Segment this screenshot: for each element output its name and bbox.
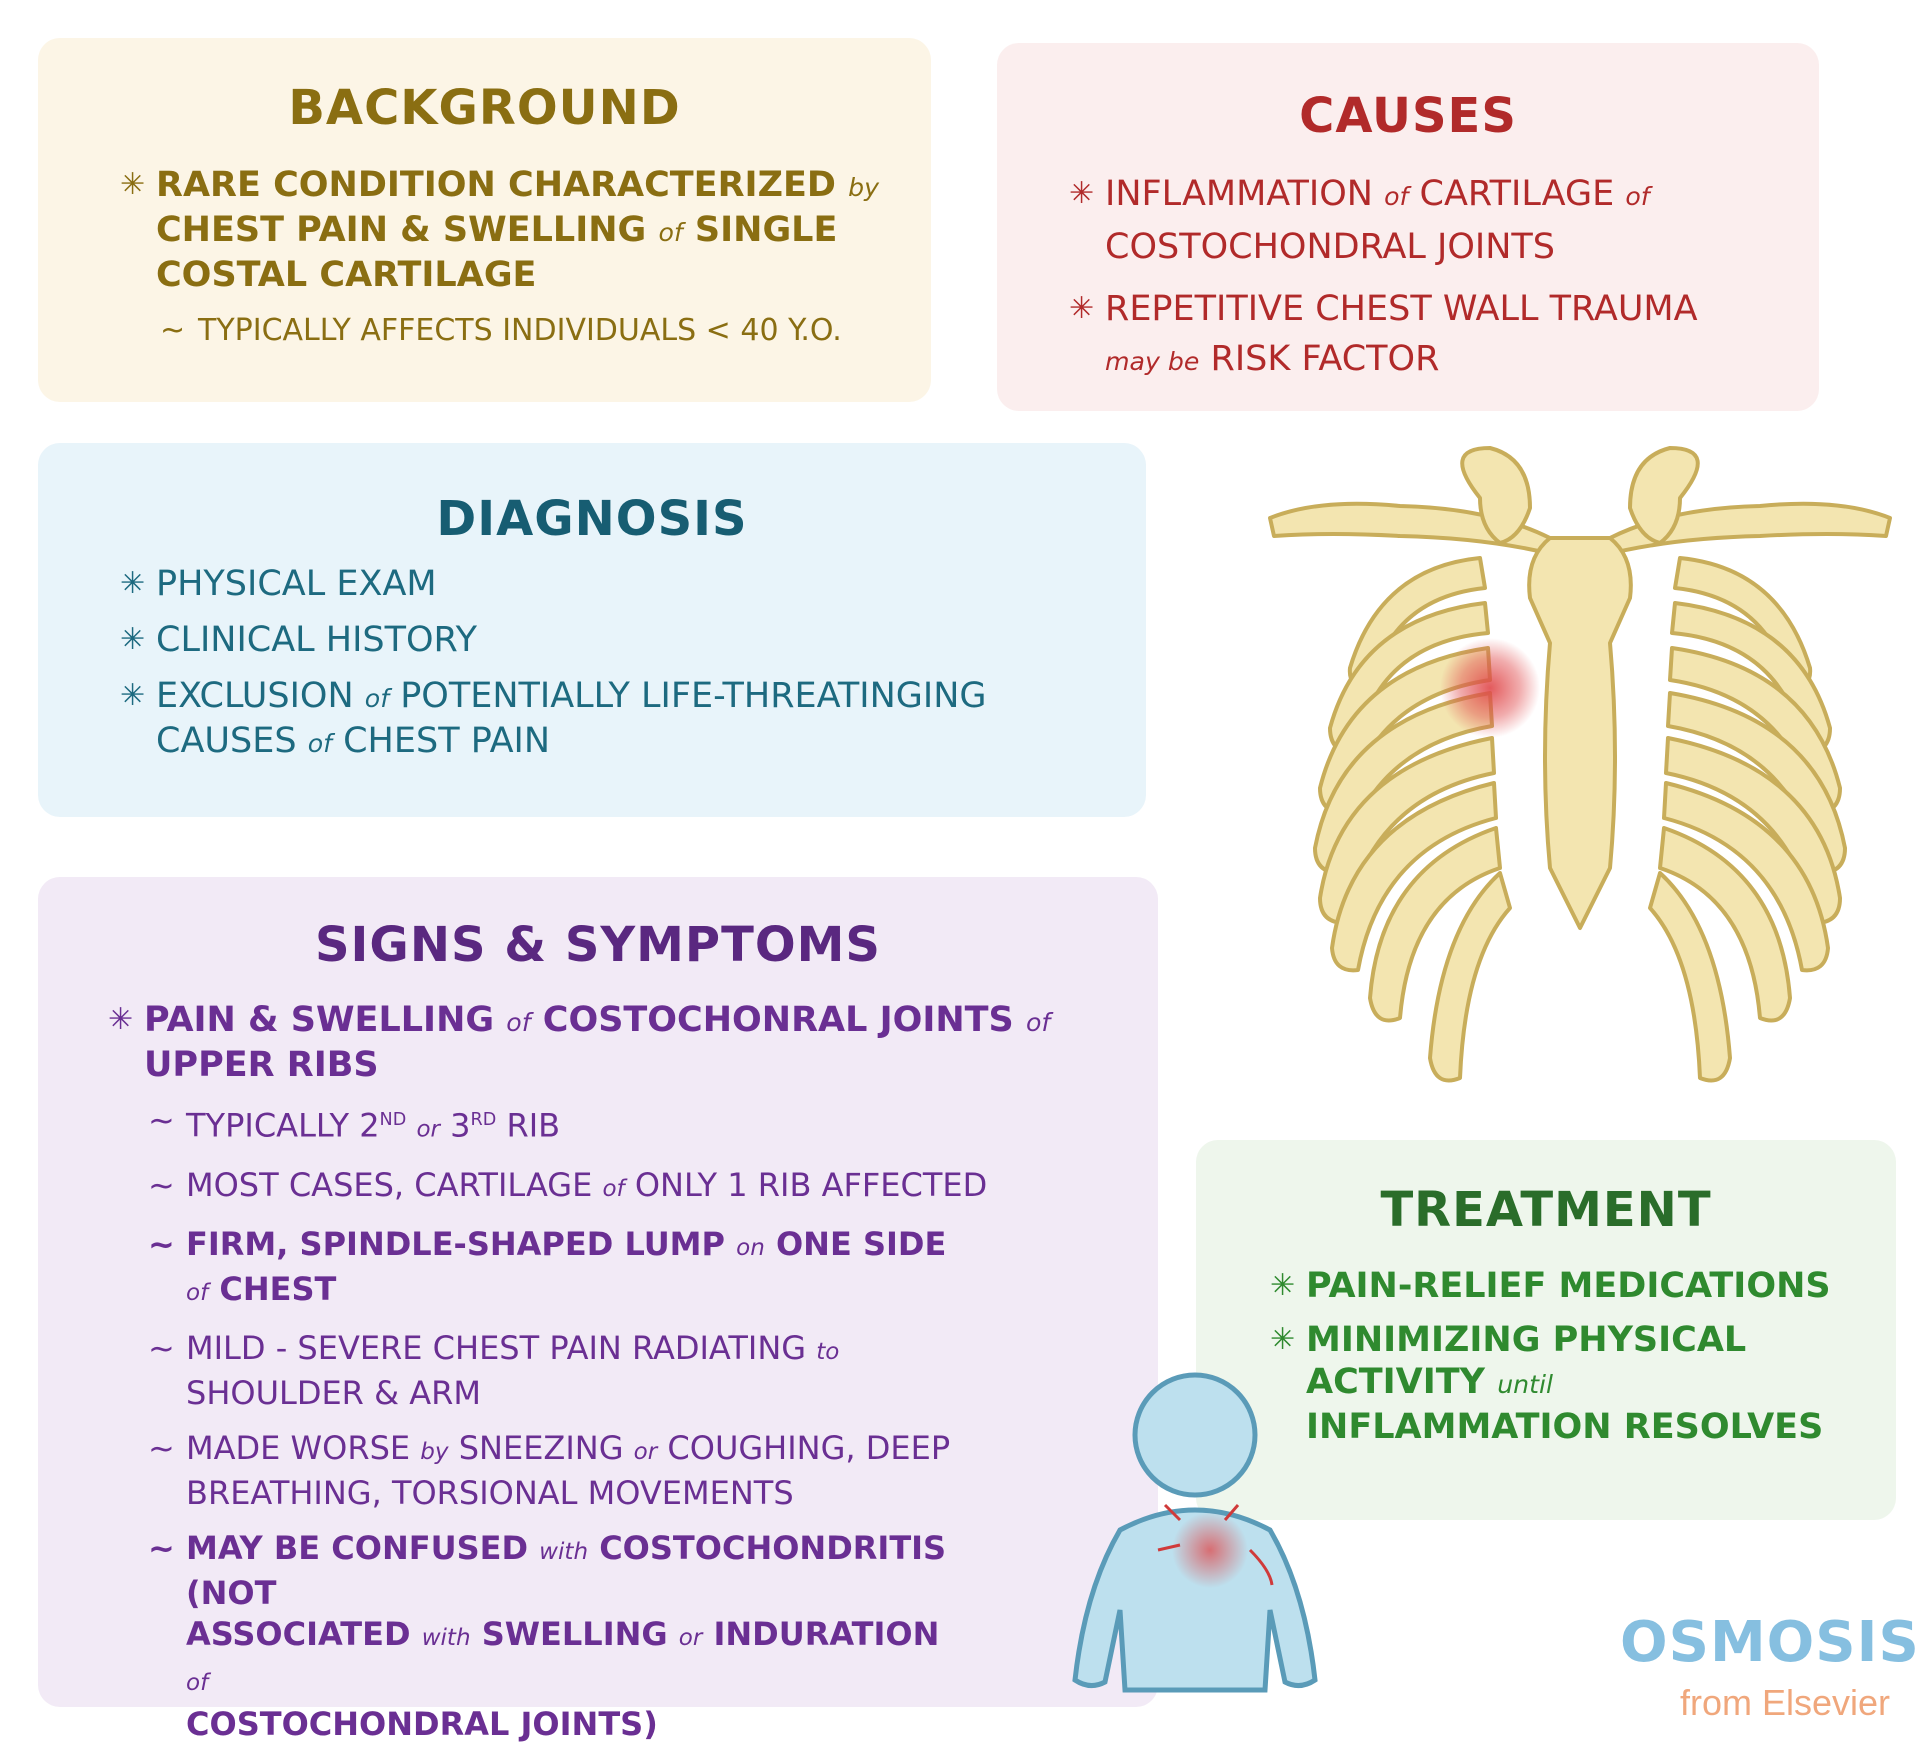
causes-title: CAUSES xyxy=(1299,88,1517,144)
background-subpoint: ~ TYPICALLY AFFECTS INDIVIDUALS < 40 Y.O… xyxy=(160,310,938,351)
ribcage-illustration xyxy=(1268,446,1892,1083)
asterisk-icon: ✳ xyxy=(120,566,146,601)
causes-card: CAUSES ✳ INFLAMMATION of CARTILAGE of CO… xyxy=(997,43,1819,411)
asterisk-icon: ✳ xyxy=(1270,1268,1296,1303)
treatment-card: TREATMENT ✳ PAIN-RELIEF MEDICATIONS ✳ MI… xyxy=(1196,1140,1896,1520)
causes-bullet-2: ✳ REPETITIVE CHEST WALL TRAUMA may be RI… xyxy=(1069,284,1785,387)
causes-list: ✳ INFLAMMATION of CARTILAGE of COSTOCHON… xyxy=(1069,169,1785,387)
tilde-icon: ~ xyxy=(148,1428,175,1467)
signs-symptoms-card: SIGNS & SYMPTOMS ✳ PAIN & SWELLING of CO… xyxy=(38,877,1158,1743)
diagnosis-card: DIAGNOSIS ✳ PHYSICAL EXAM ✳ CLINICAL HIS… xyxy=(38,443,1146,817)
signs-sub-1: ~ TYPICALLY 2ND or 3RD RIB xyxy=(148,1101,561,1145)
tilde-icon: ~ xyxy=(148,1328,175,1367)
diagnosis-title: DIAGNOSIS xyxy=(436,491,748,547)
asterisk-icon: ✳ xyxy=(1069,176,1095,211)
causes-bullet-1: ✳ INFLAMMATION of CARTILAGE of COSTOCHON… xyxy=(1069,169,1785,272)
signs-symptoms-list: ✳ PAIN & SWELLING of COSTOCHONRAL JOINTS… xyxy=(108,999,1124,1745)
treatment-title: TREATMENT xyxy=(1380,1182,1712,1238)
person-chest-pain-illustration xyxy=(1072,1372,1318,1693)
osmosis-logo: OSMOSIS from Elsevier xyxy=(1620,1610,1920,1723)
pain-arrows xyxy=(1157,1503,1274,1586)
asterisk-icon: ✳ xyxy=(120,167,146,202)
signs-bullet-1: ✳ PAIN & SWELLING of COSTOCHONRAL JOINTS… xyxy=(108,1000,1051,1085)
signs-sub-3: ~ FIRM, SPINDLE-SHAPED LUMP on ONE SIDE … xyxy=(148,1224,947,1308)
inflammation-spot xyxy=(1440,638,1540,738)
asterisk-icon: ✳ xyxy=(120,622,146,657)
treatment-list: ✳ PAIN-RELIEF MEDICATIONS ✳ MINIMIZING P… xyxy=(1270,1265,1866,1448)
background-card: BACKGROUND ✳ RARE CONDITION CHARACTERIZE… xyxy=(38,38,931,402)
tilde-icon: ~ xyxy=(160,313,186,348)
diagnosis-bullet-2: ✳ CLINICAL HISTORY xyxy=(120,620,478,660)
background-title: BACKGROUND xyxy=(288,80,681,136)
diagnosis-bullet-3: ✳ EXCLUSION of POTENTIALLY LIFE-THREATIN… xyxy=(120,676,987,761)
signs-symptoms-title: SIGNS & SYMPTOMS xyxy=(314,917,881,973)
signs-sub-2: ~ MOST CASES, CARTILAGE of ONLY 1 RIB AF… xyxy=(148,1165,988,1204)
tilde-icon: ~ xyxy=(148,1165,175,1204)
tilde-icon: ~ xyxy=(148,1528,175,1567)
asterisk-icon: ✳ xyxy=(108,1002,134,1037)
background-list: ✳ RARE CONDITION CHARACTERIZED by CHEST … xyxy=(120,164,896,351)
treatment-bullet-2: ✳ MINIMIZING PHYSICAL ACTIVITY until INF… xyxy=(1270,1320,1824,1447)
tilde-icon: ~ xyxy=(148,1101,175,1139)
asterisk-icon: ✳ xyxy=(1069,291,1095,326)
background-bullet: ✳ RARE CONDITION CHARACTERIZED by CHEST … xyxy=(120,165,879,295)
tilde-icon: ~ xyxy=(148,1224,175,1263)
diagnosis-bullet-1: ✳ PHYSICAL EXAM xyxy=(120,564,437,604)
treatment-bullet-1: ✳ PAIN-RELIEF MEDICATIONS xyxy=(1270,1266,1831,1306)
asterisk-icon: ✳ xyxy=(1270,1322,1296,1357)
signs-sub-5: ~ MADE WORSE by SNEEZING or COUGHING, DE… xyxy=(148,1428,951,1512)
signs-sub-4: ~ MILD - SEVERE CHEST PAIN RADIATING to … xyxy=(148,1328,840,1412)
diagnosis-list: ✳ PHYSICAL EXAM ✳ CLINICAL HISTORY ✳ EXC… xyxy=(120,563,1116,765)
asterisk-icon: ✳ xyxy=(120,678,146,713)
signs-sub-6: ~ MAY BE CONFUSED with COSTOCHONDRITIS (… xyxy=(148,1528,947,1743)
